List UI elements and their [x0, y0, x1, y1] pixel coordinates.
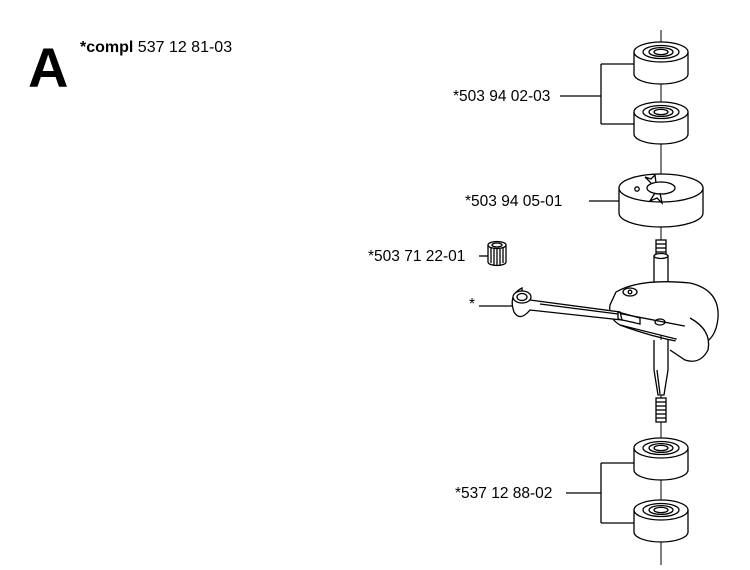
flywheel-plate — [618, 173, 704, 228]
assembly-label: *compl 537 12 81-03 — [80, 40, 232, 56]
assembly-prefix: *compl — [80, 39, 134, 56]
part-label-bearing-top: *503 94 02-03 — [453, 88, 551, 105]
part-label-flywheel-plate: *503 94 05-01 — [465, 193, 563, 210]
part-label-needle-bearing: *503 71 22-01 — [368, 248, 466, 265]
crankshaft — [511, 239, 719, 423]
assembly-number: 537 12 81-03 — [137, 39, 233, 56]
needle-bearing — [487, 240, 507, 267]
bearing-bottom-lower — [633, 499, 689, 543]
bracket-537-12-88-02 — [566, 462, 634, 524]
section-letter: A — [28, 36, 69, 99]
bearing-top-lower — [633, 101, 689, 145]
bracket-503-94-02-03 — [560, 63, 634, 125]
bearing-top-upper — [633, 41, 689, 85]
bearing-bottom-upper — [633, 437, 689, 481]
part-label-crankshaft: * — [469, 296, 476, 313]
part-label-bearing-bottom: *537 12 88-02 — [455, 485, 553, 502]
